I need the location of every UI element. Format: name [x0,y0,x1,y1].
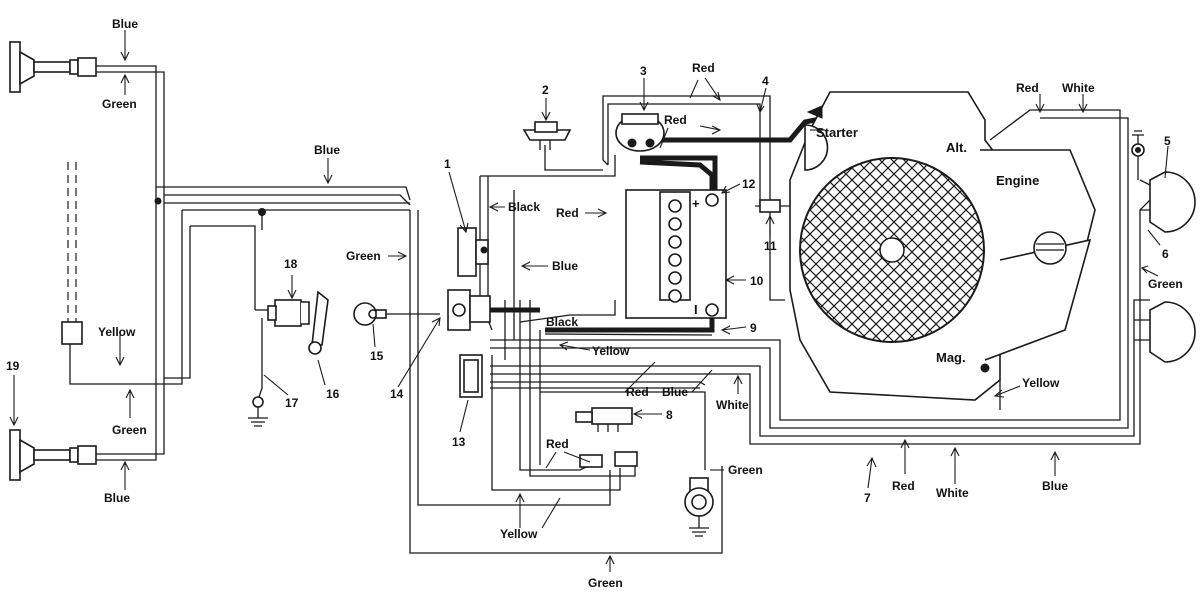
label-magneto: Mag. [936,350,966,365]
label-white-bottom: White [936,486,969,500]
component-labels: Starter Alt. Engine Mag. [816,125,1039,365]
inline-fuse-11 [755,199,790,213]
seat-switch [61,321,83,345]
battery-positive-terminal: + [692,196,700,211]
headlight-lower-left [9,429,97,481]
label-yellow-left: Yellow [98,325,136,339]
label-engine: Engine [996,173,1039,188]
headlight-lower-right [1134,301,1196,363]
label-red-bottom: Red [892,479,915,493]
callout-1: 1 [444,157,451,171]
ground-lamp [684,477,714,537]
wire-color-labels: Blue Green Blue Green Yellow Green Blue … [98,17,1183,590]
fuse-block-13 [459,354,483,398]
callout-19: 19 [6,359,20,373]
callout-4: 4 [762,74,769,88]
label-black-upper: Black [508,200,540,214]
headlight-upper-right [1139,171,1196,233]
label-green-top-left: Green [102,97,137,111]
callout-8: 8 [666,408,673,422]
leader-arrows [9,30,1169,572]
relay-18 [255,299,310,327]
label-black-lower: Black [546,315,578,329]
number-callouts: 1 2 3 4 5 6 7 8 9 10 11 12 13 14 15 16 1… [6,64,1171,505]
callout-18: 18 [284,257,298,271]
callout-7: 7 [864,491,871,505]
label-yellow-center: Yellow [592,344,630,358]
battery-10: + I [625,189,727,319]
label-yellow-bottom: Yellow [500,527,538,541]
hour-meter-2 [522,121,572,150]
ignition-key-15 [353,302,387,326]
label-yellow-right: Yellow [1022,376,1060,390]
callout-5: 5 [1164,134,1171,148]
label-white-top-right: White [1062,81,1095,95]
label-blue-center: Blue [552,259,578,273]
connector-red-right [614,451,638,467]
label-blue-bottom-right: Blue [1042,479,1068,493]
component-5 [1131,130,1145,180]
callout-2: 2 [542,83,549,97]
label-red-starter: Red [664,113,687,127]
label-blue-top-left: Blue [112,17,138,31]
label-alternator: Alt. [946,140,967,155]
label-blue-bottom-left: Blue [104,491,130,505]
lever-switch-16 [308,290,329,355]
label-green-lower-left: Green [112,423,147,437]
label-blue-harness: Blue [662,385,688,399]
label-red-top: Red [692,61,715,75]
label-green-mid: Green [346,249,381,263]
label-green-bottom: Green [588,576,623,590]
callout-3: 3 [640,64,647,78]
starter-solenoid-3 [615,113,665,152]
label-green-ground: Green [728,463,763,477]
callout-15: 15 [370,349,384,363]
callout-12: 12 [742,177,756,191]
engine [789,91,1096,401]
label-red-harness: Red [626,385,649,399]
callout-14: 14 [390,387,404,401]
label-red-center: Red [556,206,579,220]
callout-11: 11 [764,239,777,253]
connector-8 [575,407,633,432]
label-white-harness: White [716,398,749,412]
callout-17: 17 [285,396,299,410]
callout-10: 10 [750,274,764,288]
label-red-connector: Red [546,437,569,451]
battery-negative-terminal: I [694,302,698,317]
headlight-upper-left [9,41,97,93]
label-blue-upper-harness: Blue [314,143,340,157]
label-starter: Starter [816,125,858,140]
switch-1 [457,227,489,277]
label-red-top-right: Red [1016,81,1039,95]
label-green-right: Green [1148,277,1183,291]
callout-9: 9 [750,321,757,335]
callout-6: 6 [1162,247,1169,261]
callout-13: 13 [452,435,466,449]
ground-17 [248,396,268,427]
connector-red-left [579,454,603,468]
callout-16: 16 [326,387,340,401]
ignition-switch-14 [447,289,491,331]
